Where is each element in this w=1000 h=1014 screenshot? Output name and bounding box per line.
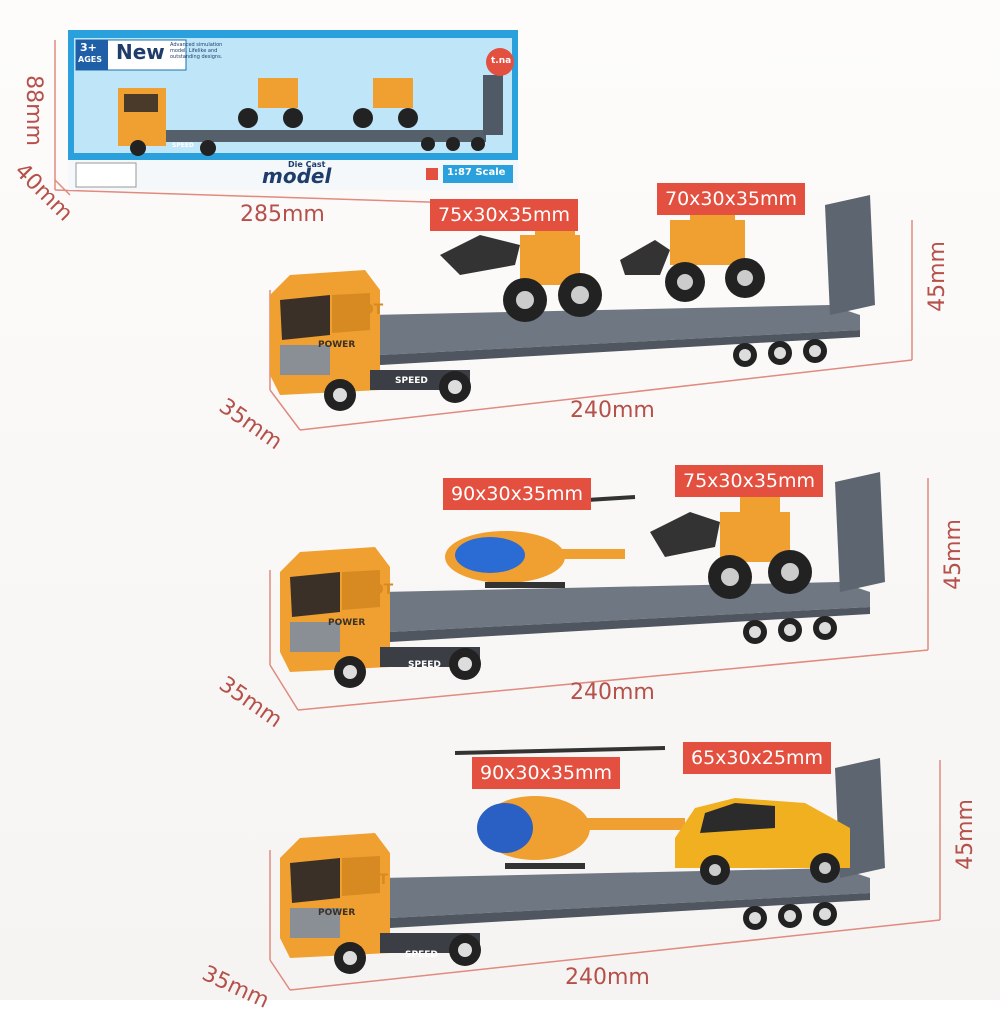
set3-item2-size: 65x30x25mm	[683, 742, 832, 774]
truck-3-hot: HOT	[355, 872, 389, 888]
set1-height: 45mm	[924, 241, 950, 312]
box-brand-small: Die Cast	[288, 160, 326, 169]
box-age-badge: 3+	[80, 41, 97, 54]
package-box	[68, 30, 518, 190]
set3-length: 240mm	[565, 965, 650, 990]
set2-item2-size: 75x30x35mm	[675, 465, 824, 497]
box-truck-text: SPEED	[172, 142, 194, 149]
truck-set-1	[270, 195, 875, 411]
box-tagline: Advanced simulation model. Lifelike and …	[170, 42, 223, 60]
truck-2-power: POWER	[328, 618, 366, 628]
set2-height: 45mm	[940, 519, 966, 590]
set2-length: 240mm	[570, 680, 655, 705]
truck-3-speed: SPEED	[405, 950, 438, 960]
box-brand: model	[262, 164, 332, 188]
set1-item2-size: 70x30x35mm	[657, 183, 806, 215]
box-width-label: 285mm	[240, 202, 325, 227]
truck-1-hot: HOT	[350, 302, 384, 318]
set3-item1-size: 90x30x35mm	[472, 757, 621, 789]
truck-3-power: POWER	[318, 908, 356, 918]
box-new-label: New	[116, 40, 165, 64]
box-age-sub: AGES	[78, 55, 102, 64]
set3-height: 45mm	[952, 799, 978, 870]
truck-set-3	[280, 746, 885, 974]
box-scale: 1:87 Scale	[447, 167, 506, 178]
truck-2-hot: HOT	[360, 582, 394, 598]
truck-2-speed: SPEED	[408, 660, 441, 670]
set2-item1-size: 90x30x35mm	[443, 478, 592, 510]
truck-1-power: POWER	[318, 340, 356, 350]
set1-item1-size: 75x30x35mm	[430, 199, 579, 231]
truck-1-speed: SPEED	[395, 376, 428, 386]
set1-length: 240mm	[570, 398, 655, 423]
box-logo: t.na	[491, 56, 512, 66]
